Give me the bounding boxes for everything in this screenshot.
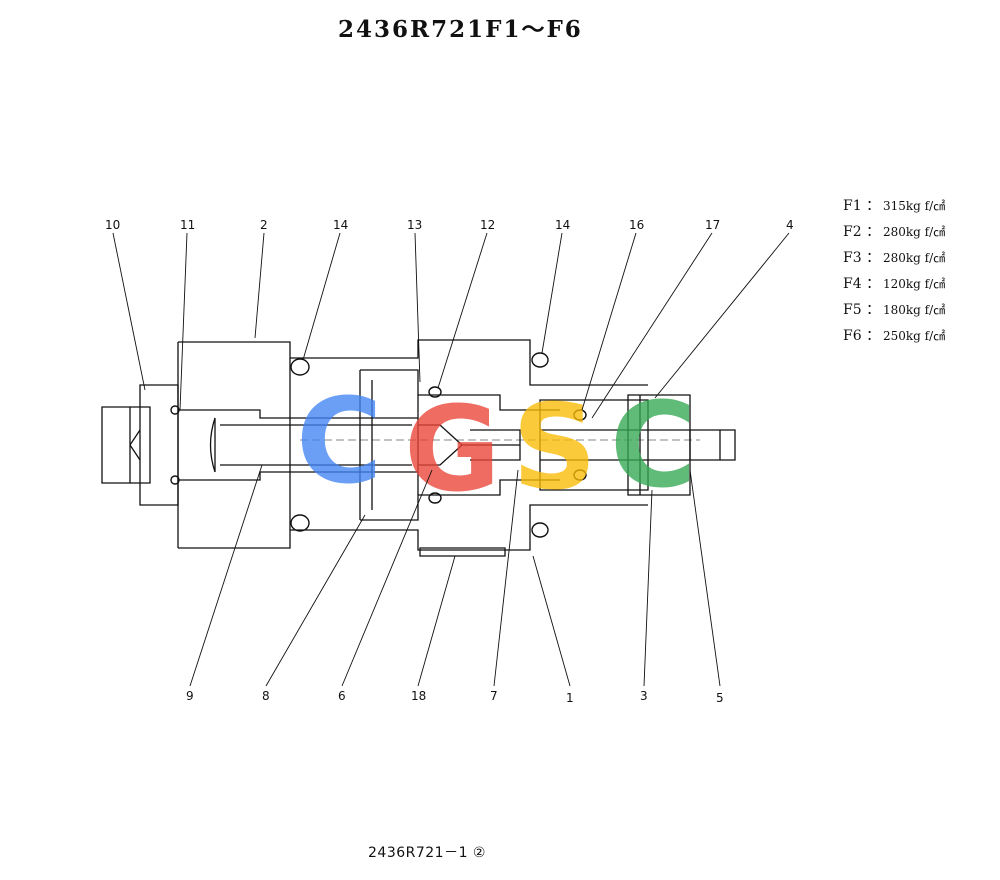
spec-code: F1 ： bbox=[843, 198, 881, 214]
callout-9: 9 bbox=[186, 689, 194, 703]
spec-value: 280kg f/㎠ bbox=[883, 251, 946, 265]
o-ring-group bbox=[170, 352, 587, 538]
drawing-number-footer: 2436R721－1 ② bbox=[368, 845, 486, 861]
spec-row-f1: F1 ：315kg f/㎠ bbox=[843, 195, 945, 221]
callout-11: 11 bbox=[180, 218, 195, 232]
watermark-letter: S bbox=[512, 378, 597, 516]
callout-7: 7 bbox=[490, 689, 498, 703]
callout-2: 2 bbox=[260, 218, 268, 232]
callout-14: 14 bbox=[333, 218, 348, 232]
spec-value: 280kg f/㎠ bbox=[883, 225, 946, 239]
watermark-letter: C bbox=[296, 372, 383, 510]
callout-6: 6 bbox=[338, 689, 346, 703]
callout-14: 14 bbox=[555, 218, 570, 232]
spec-code: F4 ： bbox=[843, 276, 881, 292]
spec-row-f3: F3 ：280kg f/㎠ bbox=[843, 247, 945, 273]
spec-code: F2 ： bbox=[843, 224, 881, 240]
callout-8: 8 bbox=[262, 689, 270, 703]
spec-code: F3 ： bbox=[843, 250, 881, 266]
spec-code: F5 ： bbox=[843, 302, 881, 318]
watermark: C G S C bbox=[296, 372, 697, 518]
spec-value: 250kg f/㎠ bbox=[883, 329, 946, 343]
watermark-letter: C bbox=[610, 376, 697, 514]
callout-12: 12 bbox=[480, 218, 495, 232]
spec-value: 180kg f/㎠ bbox=[883, 303, 946, 317]
spec-code: F6 ： bbox=[843, 328, 881, 344]
callout-16: 16 bbox=[629, 218, 644, 232]
drawing-title: 2436R721F1～F6 bbox=[338, 16, 583, 43]
callout-13: 13 bbox=[407, 218, 422, 232]
pressure-spec-list: F1 ：315kg f/㎠ F2 ：280kg f/㎠ F3 ：280kg f/… bbox=[843, 195, 945, 351]
spec-value: 120kg f/㎠ bbox=[883, 277, 946, 291]
spec-row-f2: F2 ：280kg f/㎠ bbox=[843, 221, 945, 247]
watermark-letter: G bbox=[404, 380, 501, 518]
callout-18: 18 bbox=[411, 689, 426, 703]
callout-5: 5 bbox=[716, 691, 724, 705]
spec-row-f6: F6 ：250kg f/㎠ bbox=[843, 325, 945, 351]
callout-10: 10 bbox=[105, 218, 120, 232]
callout-4: 4 bbox=[786, 218, 794, 232]
leader-lines bbox=[112, 232, 790, 687]
valve-body-outline bbox=[101, 339, 736, 557]
spec-row-f4: F4 ：120kg f/㎠ bbox=[843, 273, 945, 299]
spec-row-f5: F5 ：180kg f/㎠ bbox=[843, 299, 945, 325]
callout-3: 3 bbox=[640, 689, 648, 703]
callout-1: 1 bbox=[566, 691, 574, 705]
callout-numbers-top: 10 11 2 14 13 12 14 16 17 4 bbox=[105, 218, 794, 232]
spec-value: 315kg f/㎠ bbox=[883, 199, 946, 213]
callout-numbers-bottom: 9 8 6 18 7 1 3 5 bbox=[186, 689, 724, 705]
callout-17: 17 bbox=[705, 218, 720, 232]
